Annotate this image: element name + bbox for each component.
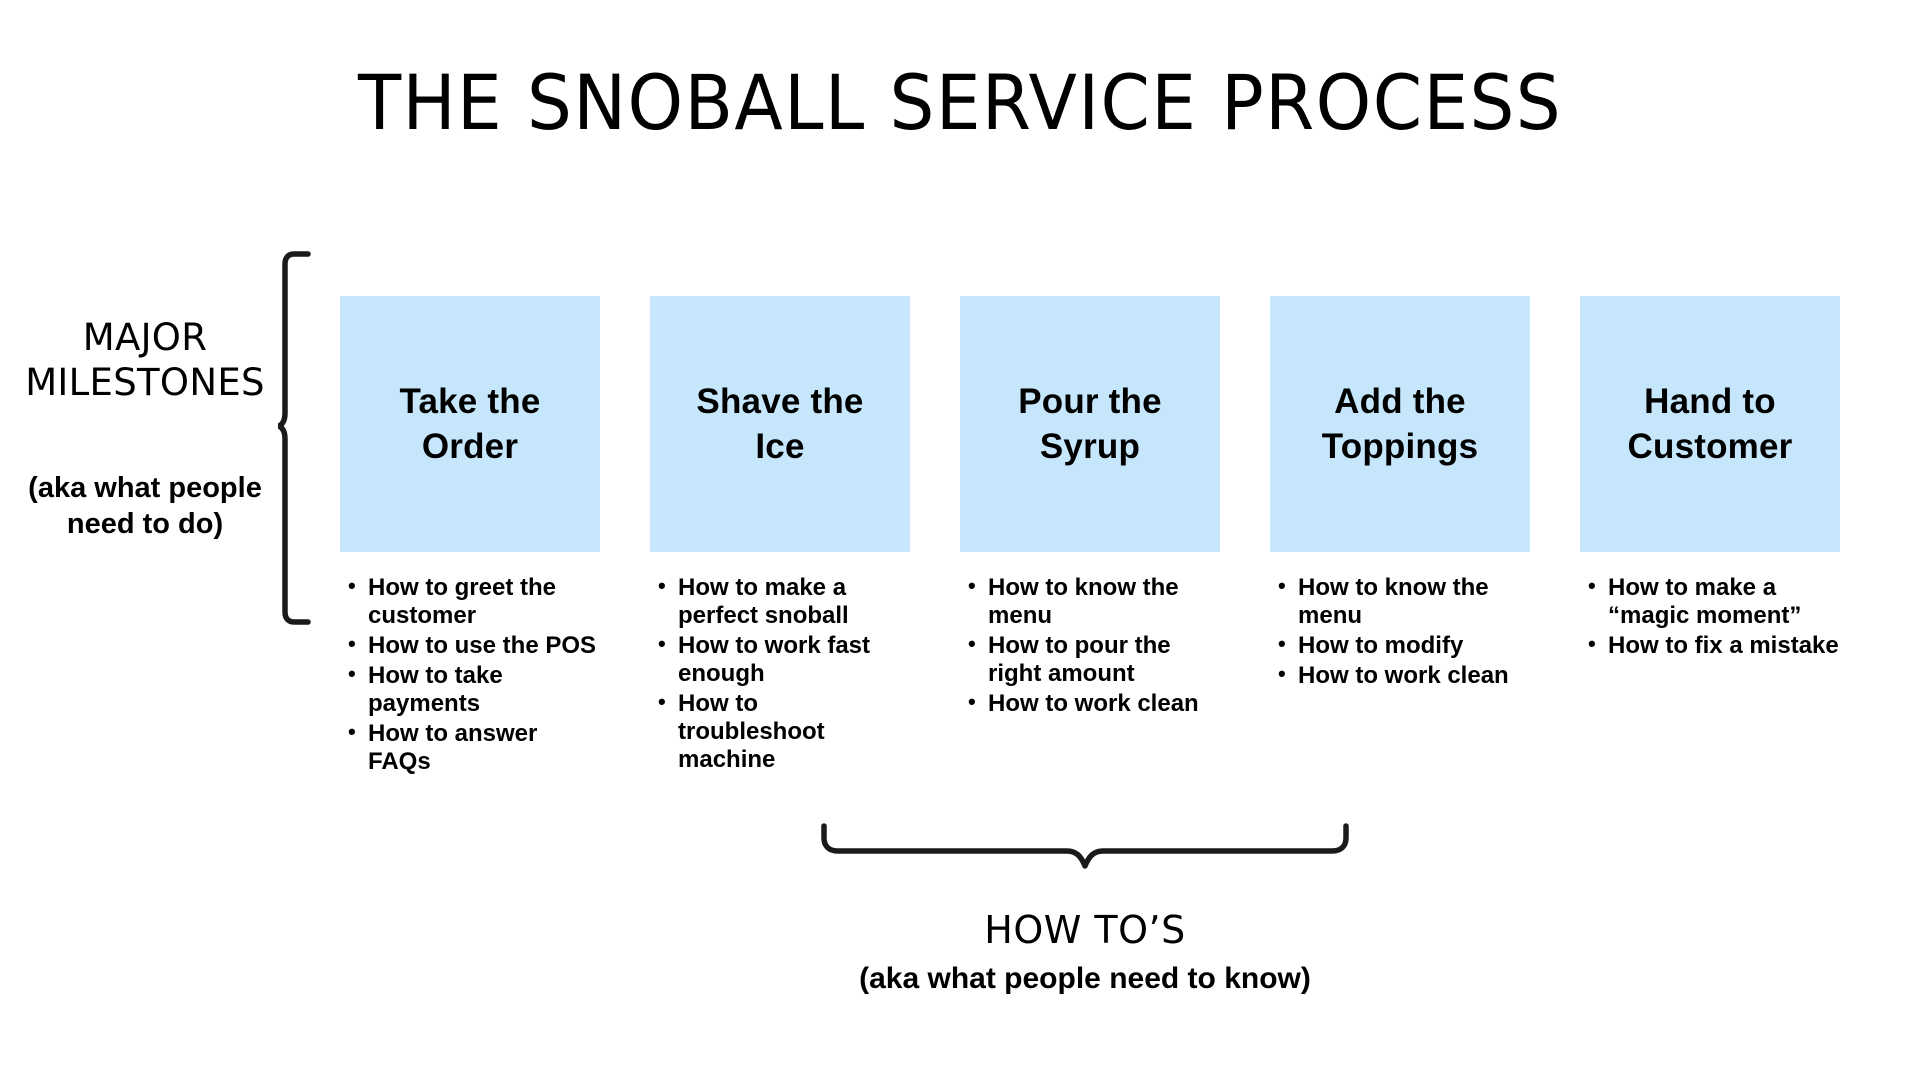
- list-item: How to work clean: [968, 689, 1220, 718]
- milestone-title-1: Take the Order: [399, 379, 540, 470]
- milestone-title-1-line1: Take the: [399, 381, 541, 421]
- major-milestones-subtitle: (aka what people need to do): [0, 470, 290, 543]
- milestone-box-3[interactable]: Pour the Syrup: [960, 296, 1220, 552]
- milestone-box-5[interactable]: Hand to Customer: [1580, 296, 1840, 552]
- list-item: How to modify: [1278, 631, 1530, 660]
- list-item: How to know the menu: [1278, 573, 1530, 630]
- milestone-title-3-line1: Pour the: [1018, 381, 1162, 421]
- howtos-label: HOW TO’S: [984, 908, 1186, 952]
- milestone-title-2: Shave the Ice: [696, 379, 863, 470]
- list-item: How to make a perfect snoball: [658, 573, 910, 630]
- milestone-title-1-line2: Order: [421, 427, 519, 466]
- milestone-title-5-line1: Hand to: [1644, 381, 1776, 421]
- list-item: How to make a “magic moment”: [1588, 573, 1840, 630]
- howto-list-3: How to know the menu How to pour the rig…: [960, 573, 1220, 718]
- milestone-title-4-line2: Toppings: [1321, 427, 1479, 466]
- page-title: THE SNOBALL SERVICE PROCESS: [357, 58, 1563, 147]
- process-column-1: Take the Order How to greet the customer…: [340, 296, 600, 779]
- bottom-curly-brace-icon: [820, 822, 1350, 884]
- milestone-title-4-line1: Add the: [1334, 381, 1466, 421]
- milestone-title-2-line1: Shave the: [696, 381, 864, 421]
- process-column-3: Pour the Syrup How to know the menu How …: [960, 296, 1220, 720]
- howto-list-5: How to make a “magic moment” How to fix …: [1580, 573, 1840, 660]
- major-milestones-sub-line2: need to do): [66, 508, 224, 541]
- milestone-title-5: Hand to Customer: [1628, 379, 1793, 470]
- list-item: How to know the menu: [968, 573, 1220, 630]
- milestone-title-4: Add the Toppings: [1322, 379, 1478, 470]
- list-item: How to greet the customer: [348, 573, 600, 630]
- howto-list-2: How to make a perfect snoball How to wor…: [650, 573, 910, 775]
- major-milestones-label: MAJOR MILESTONES: [0, 315, 290, 405]
- list-item: How to fix a mistake: [1588, 631, 1840, 660]
- list-item: How to troubleshoot machine: [658, 689, 910, 774]
- process-column-2: Shave the Ice How to make a perfect snob…: [650, 296, 910, 777]
- list-item: How to work clean: [1278, 661, 1530, 690]
- milestone-title-5-line2: Customer: [1627, 427, 1793, 466]
- milestone-box-1[interactable]: Take the Order: [340, 296, 600, 552]
- milestone-title-3-line2: Syrup: [1039, 427, 1141, 466]
- major-milestones-line1: MAJOR: [82, 316, 208, 359]
- milestone-title-2-line2: Ice: [755, 427, 805, 466]
- process-column-4: Add the Toppings How to know the menu Ho…: [1270, 296, 1530, 692]
- milestone-box-4[interactable]: Add the Toppings: [1270, 296, 1530, 552]
- list-item: How to pour the right amount: [968, 631, 1220, 688]
- howtos-subtitle: (aka what people need to know): [859, 962, 1311, 995]
- major-milestones-line2: MILESTONES: [25, 361, 265, 405]
- howto-list-1: How to greet the customer How to use the…: [340, 573, 600, 777]
- process-column-5: Hand to Customer How to make a “magic mo…: [1580, 296, 1840, 662]
- list-item: How to answer FAQs: [348, 719, 600, 776]
- major-milestones-sub-line1: (aka what people: [28, 472, 262, 504]
- list-item: How to take payments: [348, 661, 600, 718]
- list-item: How to work fast enough: [658, 631, 910, 688]
- milestone-box-2[interactable]: Shave the Ice: [650, 296, 910, 552]
- milestone-title-3: Pour the Syrup: [1018, 379, 1162, 470]
- left-curly-brace-icon: [278, 250, 318, 630]
- list-item: How to use the POS: [348, 631, 600, 660]
- howto-list-4: How to know the menu How to modify How t…: [1270, 573, 1530, 690]
